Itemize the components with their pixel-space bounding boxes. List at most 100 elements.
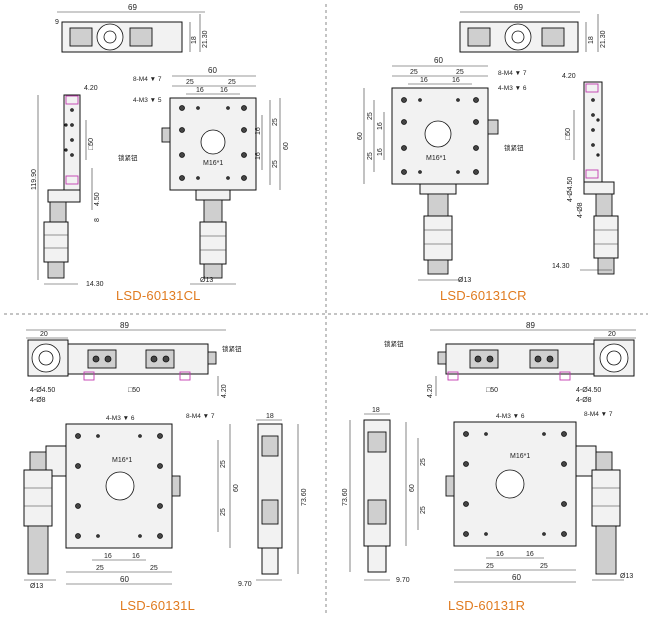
- cr-side-sq: □50: [565, 128, 572, 140]
- r-in2: 16: [526, 551, 534, 558]
- cl-side-bottom: 14.30: [86, 281, 104, 288]
- drawing-r: 89 20 锁紧钮 4-Ø4.50 4-Ø8 □50 4.20 4-M3 ▼ 6…: [342, 321, 636, 584]
- cr-main-v1: 60: [357, 132, 364, 140]
- l-side-view: 18 73.60 9.70: [238, 413, 308, 588]
- l-holes-b: 4-M3 ▼ 6: [106, 415, 135, 422]
- l-v3: 25: [220, 508, 227, 516]
- r-sq: □50: [486, 387, 498, 394]
- cr-main-v2: 25: [367, 112, 374, 120]
- cr-main-in1: 16: [420, 77, 428, 84]
- cl-side-h2: 8: [94, 218, 101, 222]
- drawing-cl: 69 9 18 21.30 4.20 119: [31, 3, 290, 288]
- r-in1: 16: [496, 551, 504, 558]
- cl-top-offset: 9: [55, 19, 59, 26]
- r-lock: 锁紧钮: [384, 339, 404, 348]
- cr-main-in2: 16: [452, 77, 460, 84]
- r-top-w: 89: [526, 321, 535, 330]
- l-b1: 25: [96, 565, 104, 572]
- cl-side-width: 4.20: [84, 85, 98, 92]
- r-hole1: 4-Ø4.50: [576, 387, 601, 394]
- cr-main-half1: 25: [410, 69, 418, 76]
- l-holes-a: 8-M4 ▼ 7: [186, 413, 215, 420]
- l-v2: 60: [233, 484, 240, 492]
- cl-main-half1: 25: [186, 79, 194, 86]
- cr-top-h2: 21.30: [600, 30, 607, 48]
- l-h: 4.20: [221, 384, 228, 398]
- cl-side-view: 4.20 119.90 □50 4.50 8 14.30: [31, 85, 104, 288]
- r-v1: 25: [420, 458, 427, 466]
- r-v2: 60: [409, 484, 416, 492]
- cl-side-h1: 4.50: [94, 192, 101, 206]
- cl-holes-a: 8-M4 ▼ 7: [133, 76, 162, 83]
- r-holes-a: 8-M4 ▼ 7: [584, 411, 613, 418]
- l-in2: 16: [132, 553, 140, 560]
- l-side-h: 73.60: [301, 488, 308, 506]
- cr-main-v5: 25: [367, 152, 374, 160]
- cl-knob-dia: Ø13: [200, 277, 213, 284]
- cl-top-h2: 21.30: [202, 30, 209, 48]
- l-lock: 锁紧钮: [222, 344, 242, 353]
- cl-top-view: 69 9 18 21.30: [55, 3, 209, 53]
- cl-main-view: 60 25 25 16 16 8-M4 ▼ 7 4-M3 ▼ 5 M16*1 锁…: [118, 66, 290, 285]
- cl-top-width: 69: [128, 3, 137, 12]
- l-knob-dia: Ø13: [30, 583, 43, 590]
- cr-top-view: 69 18 21.30: [459, 3, 607, 53]
- l-center: M16*1: [112, 457, 132, 464]
- cr-lock: 锁紧钮: [504, 143, 524, 152]
- cr-top-h1: 18: [588, 36, 595, 44]
- l-v1: 25: [220, 460, 227, 468]
- l-hole2: 4-Ø8: [30, 397, 46, 404]
- r-knob-dia: Ø13: [620, 573, 633, 580]
- cr-knob-dia: Ø13: [458, 277, 471, 284]
- r-side-view: 18 73.60 9.70: [342, 407, 410, 584]
- l-top-view: 89 20 锁紧钮 4-Ø4.50 4-Ø8 □50 4.20: [26, 321, 242, 404]
- r-main-view: 4-M3 ▼ 6 8-M4 ▼ 7 M16*1 25 60 25 16 16 2…: [405, 411, 633, 583]
- caption-r: LSD-60131R: [448, 598, 526, 613]
- cr-holes-b: 4-M3 ▼ 6: [498, 85, 527, 92]
- drawing-l: 89 20 锁紧钮 4-Ø4.50 4-Ø8 □50 4.20 4-M3 ▼ 6…: [23, 321, 308, 590]
- l-top-w: 89: [120, 321, 129, 330]
- l-main-view: 4-M3 ▼ 6 8-M4 ▼ 7 M16*1 25 60 25 16 16 2…: [23, 413, 240, 590]
- l-side-w: 18: [266, 413, 274, 420]
- cl-main-v1: 16: [255, 127, 262, 135]
- cl-lock: 锁紧钮: [118, 153, 138, 162]
- drawing-cr: 69 18 21.30 60 25 25 16 16 8-M4 ▼ 7 4-M3…: [357, 3, 619, 284]
- r-v3: 25: [420, 506, 427, 514]
- cl-main-v2: 25: [272, 118, 279, 126]
- cr-main-v3: 16: [377, 122, 384, 130]
- r-side-w: 18: [372, 407, 380, 414]
- caption-l: LSD-60131L: [120, 598, 195, 613]
- r-bw: 60: [512, 573, 521, 582]
- cr-center: M16*1: [426, 155, 446, 162]
- r-center: M16*1: [510, 453, 530, 460]
- cr-top-width: 69: [514, 3, 523, 12]
- l-bw: 60: [120, 575, 129, 584]
- l-sq: □50: [128, 387, 140, 394]
- cl-center: M16*1: [203, 160, 223, 167]
- l-b2: 25: [150, 565, 158, 572]
- r-h: 4.20: [427, 384, 434, 398]
- cr-side-h1: 4-Ø8: [577, 202, 584, 218]
- r-holes-b: 4-M3 ▼ 6: [496, 413, 525, 420]
- l-top-left: 20: [40, 331, 48, 338]
- cl-holes-b: 4-M3 ▼ 5: [133, 97, 162, 104]
- l-hole1: 4-Ø4.50: [30, 387, 55, 394]
- l-side-b: 9.70: [238, 581, 252, 588]
- caption-cr: LSD-60131CR: [440, 288, 527, 303]
- cr-side-width: 4.20: [562, 73, 576, 80]
- cr-side-view: 4.20 □50 4-Ø8 4-Ø4.50 14.30: [552, 73, 619, 275]
- r-b1: 25: [486, 563, 494, 570]
- cr-side-h2: 4-Ø4.50: [567, 177, 574, 202]
- cr-main-view: 60 25 25 16 16 8-M4 ▼ 7 4-M3 ▼ 6 M16*1 锁…: [357, 56, 527, 284]
- cl-top-h1: 18: [191, 36, 198, 44]
- r-b2: 25: [540, 563, 548, 570]
- cl-main-half2: 25: [228, 79, 236, 86]
- r-top-right: 20: [608, 331, 616, 338]
- r-side-h: 73.60: [342, 488, 349, 506]
- cl-main-v4: 25: [272, 160, 279, 168]
- r-side-b: 9.70: [396, 577, 410, 584]
- cl-main-v3: 60: [283, 142, 290, 150]
- cr-main-w: 60: [434, 56, 443, 65]
- cr-main-half2: 25: [456, 69, 464, 76]
